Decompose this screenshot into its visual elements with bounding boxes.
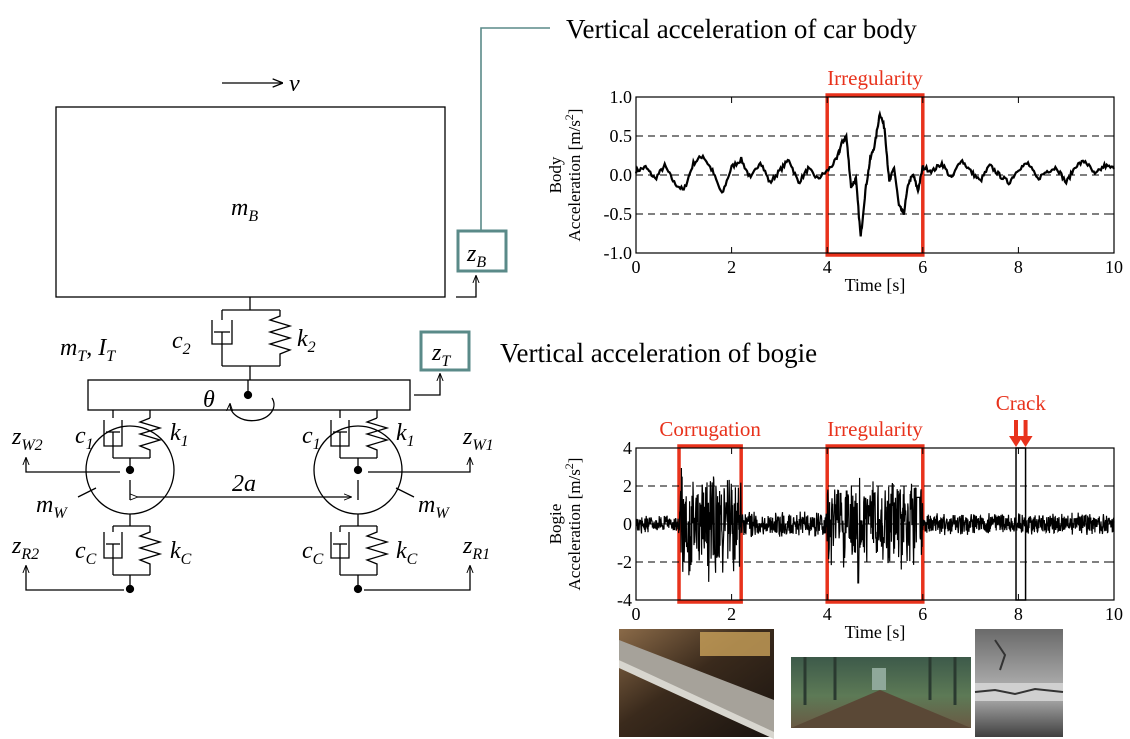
zB-arrow (456, 276, 476, 298)
x-tick-label: 10 (1105, 257, 1123, 277)
zT-box (419, 330, 471, 372)
svg-text:zR2: zR2 (11, 533, 39, 563)
x-tick-label: 6 (918, 604, 927, 624)
annotation-box (825, 93, 925, 257)
x-tick-label: 6 (918, 257, 927, 277)
k2-label: k2 (297, 326, 316, 356)
left-contact-suspension (103, 514, 163, 594)
bogie-mass-label: mT, IT (60, 335, 116, 365)
spacing-label: 2a (232, 471, 256, 497)
body-ylabel-2: Acceleration [m/s2] (562, 109, 584, 242)
body-ylabel-1: Body (546, 156, 565, 193)
annotation-label: Corrugation (659, 417, 761, 441)
crack-arrow-head (1018, 436, 1033, 447)
corrugation-photo (619, 629, 774, 739)
svg-text:c1: c1 (302, 423, 321, 453)
vehicle-model: v mB zB c2 k2 mT, IT θ zT (11, 27, 550, 594)
y-tick-label: -2 (617, 552, 632, 572)
body-acceleration-chart: Irregularity 0 2 4 6 8 10 1.0 0.5 0.0 -0.5 -1.0 Ti… (546, 66, 1123, 295)
annotation-label-crack: Crack (996, 391, 1047, 415)
svg-text:zW2: zW2 (11, 424, 43, 454)
x-tick-label: 10 (1105, 604, 1123, 624)
body-callout-line (480, 27, 550, 230)
x-tick-label: 0 (632, 257, 641, 277)
x-tick-label: 4 (823, 257, 832, 277)
car-body-box (55, 106, 446, 298)
annotation-label: Irregularity (827, 417, 923, 441)
x-tick-label: 4 (823, 604, 832, 624)
bogie-ylabel-1: Bogie (546, 504, 565, 545)
svg-text:zR1: zR1 (462, 533, 490, 563)
svg-text:kC: kC (396, 538, 418, 568)
zB-label: zB (466, 241, 486, 271)
x-tick-label: 2 (727, 604, 736, 624)
y-tick-label: -0.5 (604, 204, 633, 224)
svg-text:c1: c1 (75, 423, 94, 453)
zB-box (456, 229, 508, 273)
zT-label: zT (431, 340, 451, 370)
svg-text:cC: cC (302, 538, 324, 568)
left-primary-suspension (103, 410, 163, 475)
x-tick-label: 0 (632, 604, 641, 624)
body-mass-label: mB (231, 195, 258, 225)
y-tick-label: 0.5 (610, 126, 633, 146)
bogie-chart-title: Vertical acceleration of bogie (500, 338, 817, 368)
body-chart-title: Vertical acceleration of car body (566, 14, 917, 44)
x-tick-label: 8 (1014, 257, 1023, 277)
pitch-label: θ (203, 387, 215, 413)
crack-photo (974, 629, 1064, 737)
svg-text:k1: k1 (396, 420, 415, 450)
svg-text:mW: mW (418, 492, 450, 522)
x-tick-label: 2 (727, 257, 736, 277)
irregularity-photo (791, 657, 971, 728)
c2-label: c2 (172, 328, 191, 358)
zT-arrow (414, 374, 440, 396)
y-tick-label: 0 (623, 514, 632, 534)
bogie-frame (87, 379, 411, 411)
y-tick-label: -4 (617, 590, 632, 610)
right-contact-suspension (330, 514, 390, 594)
x-tick-label: 8 (1014, 604, 1023, 624)
y-tick-label: 2 (623, 476, 632, 496)
crack-arrow-head (1009, 436, 1024, 447)
y-tick-label: 1.0 (610, 87, 633, 107)
velocity-label: v (289, 71, 300, 97)
bogie-ylabel-2: Acceleration [m/s2] (562, 458, 584, 591)
body-xlabel: Time [s] (845, 275, 906, 295)
annotation-label: Irregularity (827, 66, 923, 90)
svg-text:cC: cC (75, 538, 97, 568)
bogie-xlabel: Time [s] (845, 622, 906, 642)
y-tick-label: 4 (623, 438, 632, 458)
y-tick-label: 0.0 (610, 165, 633, 185)
y-tick-label: -1.0 (604, 243, 633, 263)
svg-text:mW: mW (36, 492, 68, 522)
bogie-acceleration-trace (635, 467, 1115, 584)
body-acceleration-trace (634, 110, 1115, 237)
right-primary-suspension (330, 410, 390, 475)
svg-text:kC: kC (170, 538, 192, 568)
svg-text:k1: k1 (170, 420, 189, 450)
svg-text:zW1: zW1 (462, 424, 494, 454)
